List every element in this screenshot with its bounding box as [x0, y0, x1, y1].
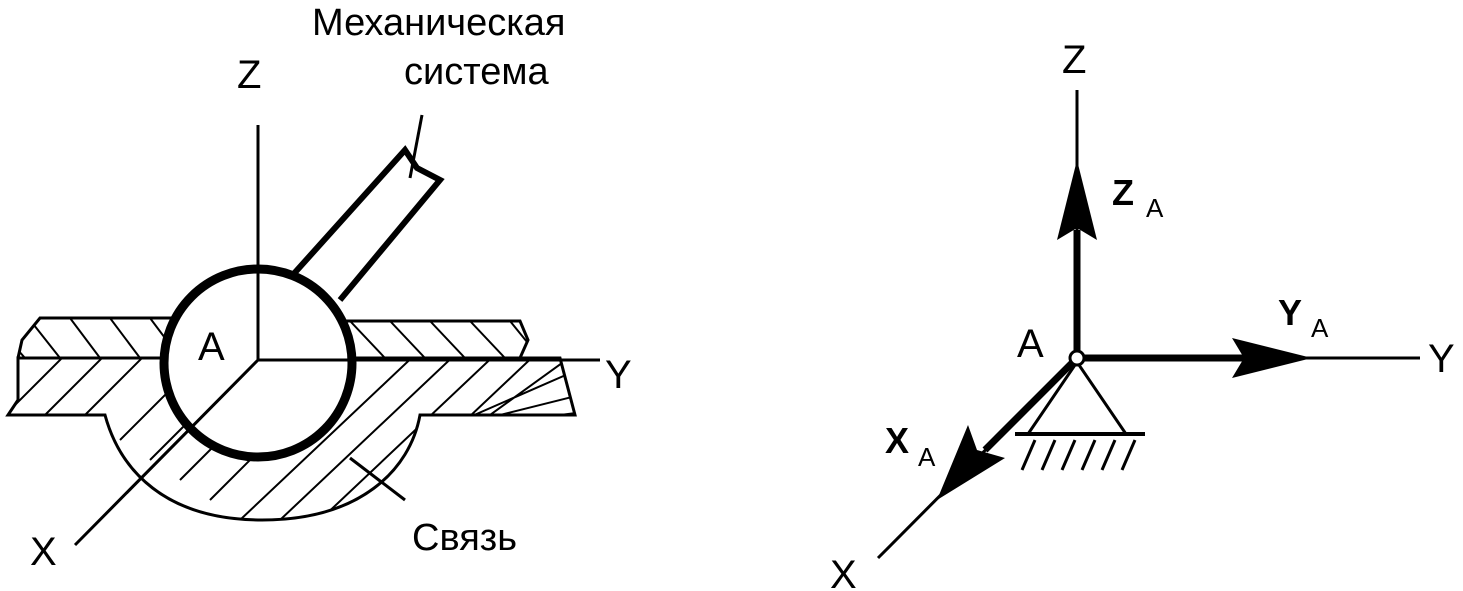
axis-x-line — [73, 358, 260, 547]
upper-plate-right — [346, 319, 530, 359]
right-axis-y-label: Y — [1428, 337, 1455, 381]
left-axis-y-label: Y — [605, 353, 632, 397]
system-label-line2: система — [404, 51, 549, 93]
force-z-vector — [1057, 160, 1097, 358]
hinge-point — [1068, 349, 1086, 367]
upper-plate-left — [16, 316, 176, 359]
left-axis-x-label: X — [30, 530, 57, 574]
force-z-subscript: A — [1146, 193, 1164, 223]
constraint-leader-line — [349, 456, 406, 502]
force-x-subscript: A — [918, 442, 936, 472]
pin-support — [1015, 359, 1145, 471]
constraint-outline — [5, 356, 577, 522]
force-y-subscript: A — [1311, 313, 1329, 343]
right-axes — [876, 90, 1420, 560]
left-axes — [73, 125, 600, 547]
force-x-label: X — [885, 420, 909, 461]
force-z-label: Z — [1112, 172, 1134, 213]
force-y-vector — [1077, 338, 1312, 378]
force-x-vector — [937, 355, 1080, 500]
right-axis-z-label: Z — [1062, 38, 1086, 82]
left-point-label: A — [198, 325, 225, 369]
system-leader-line — [408, 114, 424, 179]
force-y-label: Y — [1278, 292, 1302, 333]
right-point-label: A — [1017, 322, 1044, 366]
left-axis-z-label: Z — [237, 53, 261, 97]
constraint-label: Связь — [412, 517, 517, 559]
left-figure: Z Y X A Механическая система Связь — [5, 2, 632, 574]
right-axis-x-label: X — [830, 553, 857, 591]
mechanical-rod — [287, 145, 445, 302]
right-figure: Z Y X A Z A Y A X A — [830, 38, 1455, 591]
system-label-line1: Механическая — [312, 2, 565, 44]
